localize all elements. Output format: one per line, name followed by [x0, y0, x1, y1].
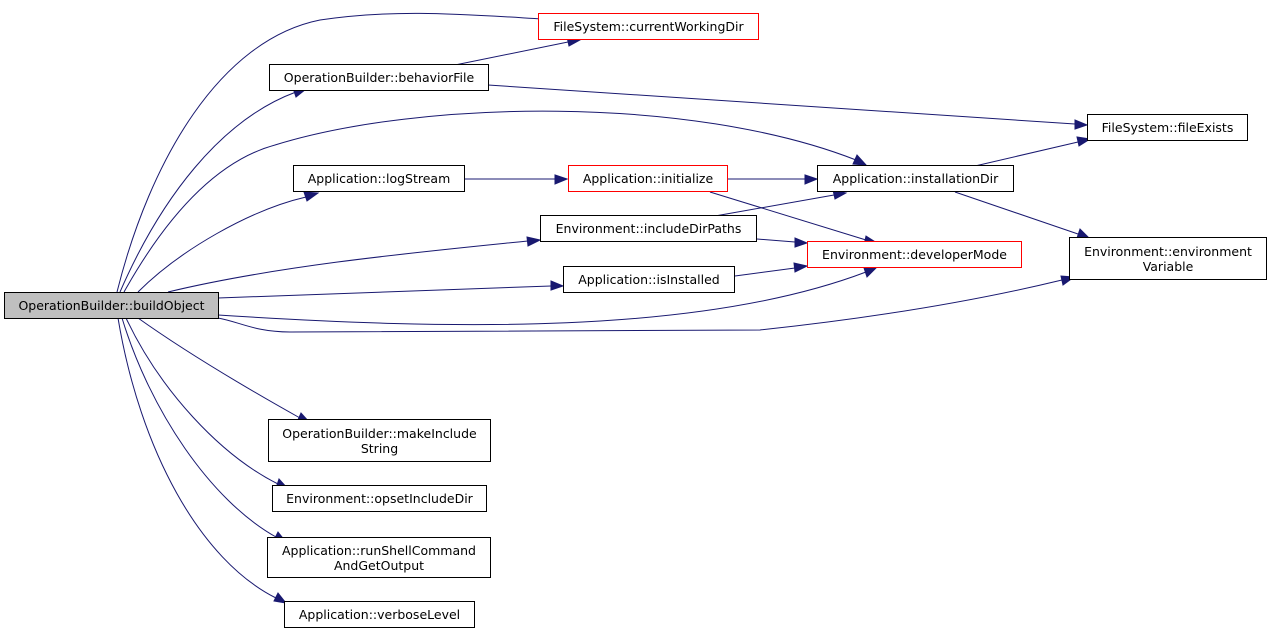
- edge-buildobject-to-makeincludestring: [137, 317, 301, 419]
- edge-buildobject-to-runshellcommand: [121, 317, 277, 538]
- edge-initialize-to-developermode: [709, 191, 867, 241]
- edge-includedirpaths-to-developermode: [756, 238, 796, 243]
- edge-isinstalled-to-developermode: [734, 267, 796, 277]
- node-label: Application::logStream: [307, 171, 451, 186]
- node-environment-developermode[interactable]: Environment::developerMode: [807, 241, 1022, 268]
- edge-buildobject-to-behaviorfile: [119, 91, 297, 293]
- node-label-line-2: Variable: [1142, 258, 1194, 274]
- node-operationbuilder-buildobject: OperationBuilder::buildObject: [4, 292, 219, 319]
- arrowhead: [852, 154, 868, 166]
- node-environment-environmentvariable[interactable]: Environment::environment Variable: [1069, 237, 1267, 280]
- arrowhead: [794, 237, 809, 248]
- edge-behaviorfile-to-currentworkingdir: [449, 41, 569, 67]
- node-filesystem-currentworkingdir[interactable]: FileSystem::currentWorkingDir: [538, 13, 759, 40]
- arrowhead: [863, 266, 879, 278]
- arrowhead: [550, 280, 565, 291]
- node-label: Application::initialize: [582, 171, 714, 186]
- edge-buildobject-to-includedirpaths: [167, 240, 529, 293]
- arrowhead: [303, 191, 320, 202]
- arrowhead: [526, 236, 542, 247]
- arrowhead: [793, 262, 809, 273]
- node-label: OperationBuilder::behaviorFile: [283, 70, 475, 85]
- node-application-installationdir[interactable]: Application::installationDir: [817, 165, 1014, 192]
- node-filesystem-fileexists[interactable]: FileSystem::fileExists: [1087, 114, 1248, 141]
- node-application-logstream[interactable]: Application::logStream: [293, 165, 465, 192]
- arrowhead: [804, 174, 819, 185]
- node-operationbuilder-behaviorfile[interactable]: OperationBuilder::behaviorFile: [269, 64, 489, 91]
- edge-installationdir-to-environmentvariable: [954, 191, 1079, 235]
- edge-installationdir-to-fileexists: [974, 141, 1079, 167]
- node-application-initialize[interactable]: Application::initialize: [568, 165, 728, 192]
- edge-buildobject-to-logstream: [137, 196, 307, 293]
- node-label: Environment::developerMode: [822, 247, 1007, 262]
- edge-buildobject-to-currentworkingdir: [116, 12, 561, 293]
- node-label-line-1: Environment::environment: [1084, 243, 1252, 259]
- node-label-line-2: String: [360, 440, 399, 456]
- node-label: FileSystem::fileExists: [1101, 120, 1234, 135]
- node-label: OperationBuilder::buildObject: [18, 298, 205, 313]
- edge-behaviorfile-to-fileexists: [487, 84, 1076, 125]
- edge-buildobject-to-environmentvariable: [217, 279, 1063, 333]
- arrowhead: [1076, 136, 1092, 147]
- arrowhead: [1074, 119, 1089, 130]
- node-label: Application::verboseLevel: [298, 607, 461, 622]
- node-environment-opsetincludedir[interactable]: Environment::opsetIncludeDir: [272, 485, 487, 512]
- node-label: Environment::includeDirPaths: [555, 221, 742, 236]
- edge-buildobject-to-installationdir: [123, 110, 857, 293]
- node-label: Environment::opsetIncludeDir: [286, 491, 473, 506]
- arrowhead: [554, 174, 569, 185]
- edge-buildobject-to-opsetincludedir: [125, 317, 279, 485]
- node-label: FileSystem::currentWorkingDir: [553, 19, 744, 34]
- node-environment-includedirpaths[interactable]: Environment::includeDirPaths: [540, 215, 757, 242]
- edge-buildobject-to-verboselevel: [117, 317, 277, 599]
- arrowhead: [273, 592, 288, 604]
- edge-buildobject-to-isinstalled: [217, 285, 552, 299]
- edge-buildobject-to-developermode: [217, 271, 867, 326]
- node-application-verboselevel[interactable]: Application::verboseLevel: [284, 601, 475, 628]
- node-label-line-1: Application::runShellCommand: [282, 542, 476, 558]
- node-application-runshellcommandandgetoutput[interactable]: Application::runShellCommand AndGetOutpu…: [267, 537, 491, 578]
- node-label: Application::isInstalled: [578, 272, 720, 287]
- node-label: Application::installationDir: [832, 171, 999, 186]
- node-application-isinstalled[interactable]: Application::isInstalled: [563, 266, 735, 293]
- node-label-line-2: AndGetOutput: [333, 557, 425, 573]
- node-label-line-1: OperationBuilder::makeInclude: [282, 425, 477, 441]
- edge-includedirpaths-to-installationdir: [714, 194, 835, 217]
- node-operationbuilder-makeincludestring[interactable]: OperationBuilder::makeInclude String: [268, 419, 491, 462]
